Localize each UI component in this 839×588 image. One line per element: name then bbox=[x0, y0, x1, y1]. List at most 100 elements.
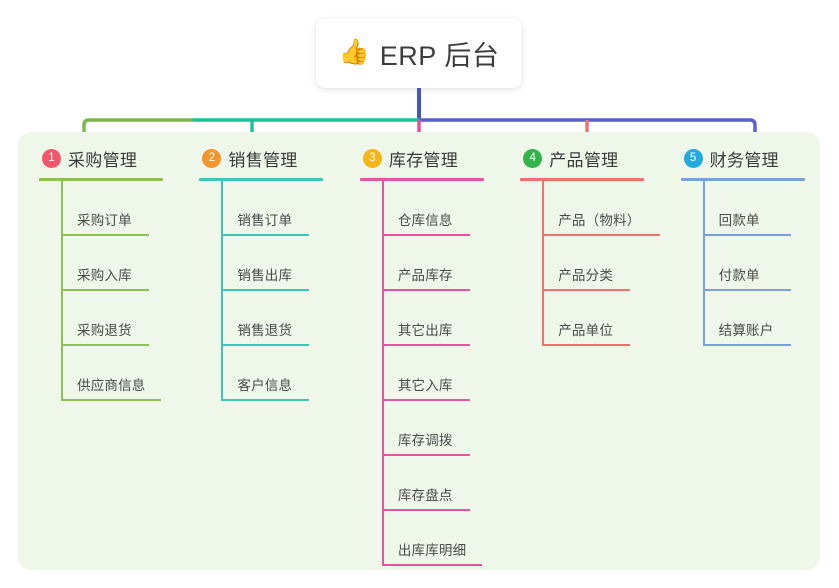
column-header-underline bbox=[520, 178, 645, 181]
list-item-label: 结算账户 bbox=[718, 323, 774, 338]
list-item-underline bbox=[381, 509, 470, 511]
list-item-underline bbox=[61, 344, 149, 346]
columns-container: 1 采购管理采购订单采购入库采购退货供应商信息 2 销售管理销售订单销售出库销售退货客… bbox=[18, 132, 820, 570]
list-item-label: 产品（物料） bbox=[558, 213, 641, 228]
list-item-underline bbox=[61, 289, 149, 291]
list-item[interactable]: 产品单位 bbox=[542, 291, 659, 346]
list-item-label: 付款单 bbox=[718, 268, 760, 283]
column-items: 采购订单采购入库采购退货供应商信息 bbox=[39, 181, 178, 401]
root-node-card[interactable]: 👍 ERP 后台 bbox=[316, 18, 522, 88]
list-item-label: 库存盘点 bbox=[397, 488, 453, 503]
column-3: 3 库存管理仓库信息产品库存其它出库其它入库库存调拨库存盘点出库库明细 bbox=[359, 132, 499, 570]
list-item-underline bbox=[61, 234, 149, 236]
list-item-underline bbox=[542, 234, 661, 236]
column-header[interactable]: 1 采购管理 bbox=[39, 145, 178, 171]
list-item-label: 采购入库 bbox=[77, 268, 132, 283]
list-item[interactable]: 采购订单 bbox=[61, 181, 178, 236]
list-item-label: 采购订单 bbox=[77, 213, 132, 228]
list-item[interactable]: 产品库存 bbox=[381, 236, 499, 291]
list-item[interactable]: 库存调拨 bbox=[381, 401, 499, 456]
list-item-label: 销售订单 bbox=[237, 213, 293, 228]
column-items: 产品（物料） 产品分类产品单位 bbox=[520, 181, 661, 346]
content-panel bbox=[18, 132, 820, 570]
column-number-badge: 3 bbox=[362, 148, 382, 168]
list-item[interactable]: 采购退货 bbox=[61, 291, 178, 346]
list-item-underline bbox=[381, 289, 470, 291]
column-number-badge: 4 bbox=[523, 148, 543, 168]
column-header[interactable]: 5 财务管理 bbox=[681, 145, 820, 171]
root-node-title: ERP 后台 bbox=[379, 40, 500, 71]
column-number-badge: 1 bbox=[42, 148, 61, 168]
column-2: 2 销售管理销售订单销售出库销售退货客户信息 bbox=[199, 132, 338, 570]
list-item[interactable]: 其它出库 bbox=[381, 291, 499, 346]
list-item-underline bbox=[381, 564, 482, 566]
list-item[interactable]: 产品分类 bbox=[542, 236, 659, 291]
column-header-underline bbox=[680, 178, 805, 181]
list-item-underline bbox=[381, 234, 470, 236]
column-items: 仓库信息产品库存其它出库其它入库库存调拨库存盘点出库库明细 bbox=[360, 181, 499, 566]
list-item-label: 库存调拨 bbox=[397, 433, 453, 448]
list-item-label: 产品分类 bbox=[558, 268, 614, 283]
column-number-badge: 5 bbox=[683, 148, 703, 168]
column-header[interactable]: 2 销售管理 bbox=[199, 145, 338, 171]
column-header-underline bbox=[199, 178, 324, 181]
list-item[interactable]: 销售订单 bbox=[221, 181, 338, 236]
list-item-label: 其它出库 bbox=[397, 323, 453, 338]
list-item[interactable]: 仓库信息 bbox=[381, 181, 499, 236]
list-item-underline bbox=[542, 289, 631, 291]
list-item[interactable]: 客户信息 bbox=[221, 346, 338, 401]
column-title: 库存管理 bbox=[388, 150, 459, 170]
column-spine bbox=[542, 181, 545, 346]
list-item-label: 产品库存 bbox=[397, 268, 453, 283]
column-header[interactable]: 3 库存管理 bbox=[360, 145, 499, 171]
list-item-label: 客户信息 bbox=[237, 378, 293, 393]
list-item[interactable]: 销售出库 bbox=[221, 236, 338, 291]
column-title: 产品管理 bbox=[549, 150, 619, 170]
list-item-underline bbox=[381, 454, 470, 456]
column-items: 回款单付款单结算账户 bbox=[681, 181, 820, 346]
list-item-label: 产品单位 bbox=[558, 323, 614, 338]
list-item-underline bbox=[221, 289, 310, 291]
list-item-label: 其它入库 bbox=[397, 378, 453, 393]
list-item[interactable]: 其它入库 bbox=[381, 346, 499, 401]
list-item-underline bbox=[381, 344, 470, 346]
list-item-label: 仓库信息 bbox=[397, 213, 453, 228]
list-item-label: 销售出库 bbox=[237, 268, 293, 283]
list-item[interactable]: 采购入库 bbox=[61, 236, 178, 291]
list-item-underline bbox=[221, 344, 310, 346]
list-item-underline bbox=[221, 399, 310, 401]
list-item[interactable]: 回款单 bbox=[702, 181, 820, 236]
list-item-label: 回款单 bbox=[718, 213, 760, 228]
list-item-underline bbox=[702, 289, 791, 291]
list-item[interactable]: 出库库明细 bbox=[381, 511, 499, 566]
list-item-label: 采购退货 bbox=[77, 323, 132, 338]
list-item[interactable]: 销售退货 bbox=[221, 291, 338, 346]
list-item[interactable]: 付款单 bbox=[702, 236, 820, 291]
list-item-underline bbox=[381, 399, 470, 401]
list-item-underline bbox=[702, 234, 791, 236]
column-spine bbox=[381, 181, 384, 566]
column-title: 采购管理 bbox=[68, 150, 138, 170]
column-header[interactable]: 4 产品管理 bbox=[520, 145, 659, 171]
list-item[interactable]: 供应商信息 bbox=[61, 346, 178, 401]
column-title: 财务管理 bbox=[709, 150, 779, 170]
list-item[interactable]: 结算账户 bbox=[702, 291, 820, 346]
column-number-badge: 2 bbox=[202, 148, 222, 168]
list-item-underline bbox=[542, 344, 631, 346]
list-item[interactable]: 库存盘点 bbox=[381, 456, 499, 511]
column-spine bbox=[61, 181, 63, 401]
column-spine bbox=[702, 181, 705, 346]
column-items: 销售订单销售出库销售退货客户信息 bbox=[199, 181, 338, 401]
column-title: 销售管理 bbox=[228, 150, 298, 170]
list-item[interactable]: 产品（物料） bbox=[542, 181, 661, 236]
column-1: 1 采购管理采购订单采购入库采购退货供应商信息 bbox=[39, 132, 178, 570]
list-item-label: 供应商信息 bbox=[77, 378, 146, 393]
list-item-underline bbox=[61, 399, 161, 401]
list-item-label: 销售退货 bbox=[237, 323, 293, 338]
thumbs-up-icon: 👍 bbox=[338, 37, 370, 66]
list-item-underline bbox=[702, 344, 791, 346]
column-5: 5 财务管理回款单付款单结算账户 bbox=[680, 132, 820, 570]
list-item-label: 出库库明细 bbox=[397, 543, 467, 558]
column-header-underline bbox=[359, 178, 484, 181]
